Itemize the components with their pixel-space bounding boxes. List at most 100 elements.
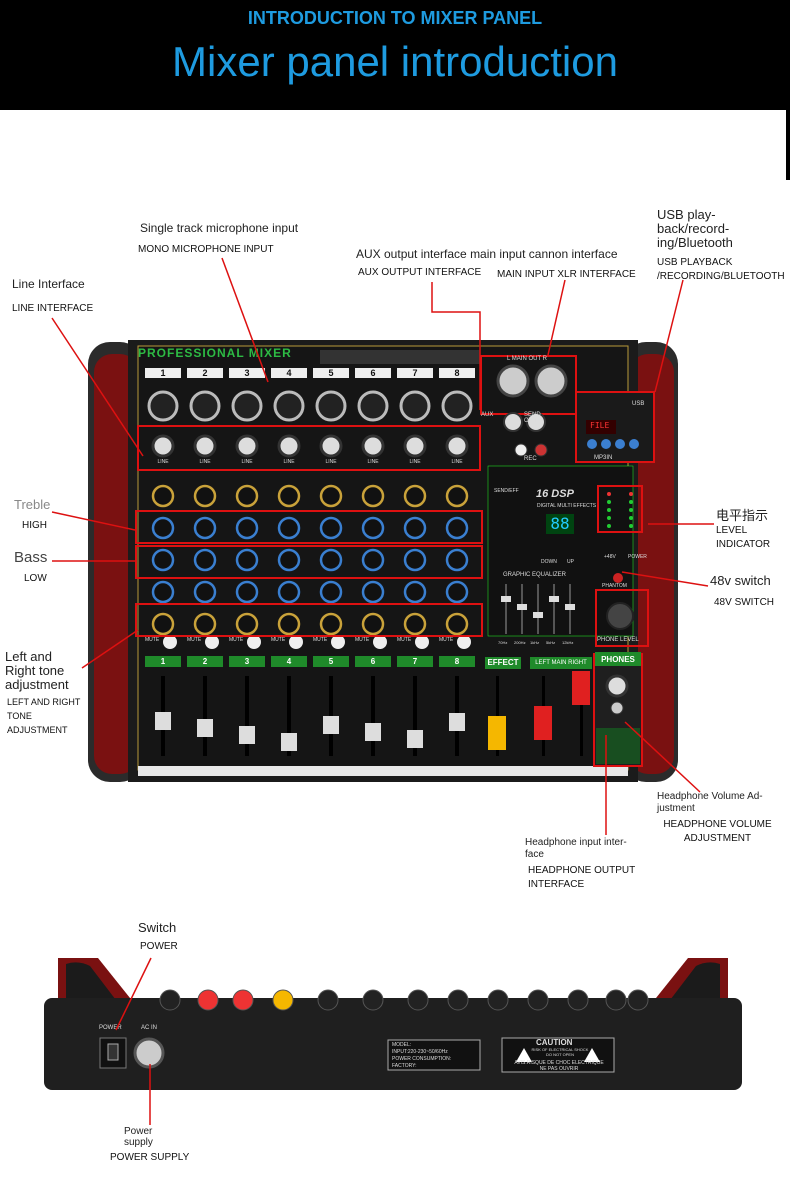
channel-knob[interactable] (319, 580, 343, 604)
usb-transport-button[interactable] (615, 439, 625, 449)
line-jack[interactable] (151, 434, 175, 458)
channel-knob[interactable] (235, 516, 259, 540)
channel-knob[interactable] (235, 484, 259, 508)
geq-slider[interactable] (565, 604, 575, 610)
channel-knob[interactable] (445, 580, 469, 604)
channel-knob[interactable] (277, 516, 301, 540)
line-jack[interactable] (361, 434, 385, 458)
channel-knob[interactable] (403, 548, 427, 572)
channel-knob[interactable] (235, 580, 259, 604)
usb-transport-button[interactable] (601, 439, 611, 449)
master-fader[interactable] (572, 671, 590, 705)
mute-button[interactable] (289, 635, 303, 649)
rec-r-rca[interactable] (534, 443, 548, 457)
mute-button[interactable] (373, 635, 387, 649)
channel-knob[interactable] (151, 484, 175, 508)
rec-l-rca[interactable] (514, 443, 528, 457)
line-jack[interactable] (277, 434, 301, 458)
channel-knob[interactable] (151, 548, 175, 572)
channel-knob[interactable] (361, 484, 385, 508)
ac-in-socket[interactable] (133, 1037, 165, 1069)
geq-track (537, 584, 539, 634)
phones-jack[interactable] (605, 674, 629, 698)
mute-button[interactable] (457, 635, 471, 649)
geq-slider[interactable] (517, 604, 527, 610)
channel-fader[interactable] (155, 712, 171, 730)
channel-fader[interactable] (449, 713, 465, 731)
channel-knob[interactable] (403, 484, 427, 508)
channel-knob[interactable] (361, 612, 385, 636)
line-jack[interactable] (235, 434, 259, 458)
channel-knob[interactable] (193, 516, 217, 540)
xlr-input[interactable] (189, 390, 221, 422)
xlr-input[interactable] (357, 390, 389, 422)
channel-fader[interactable] (365, 723, 381, 741)
xlr-input[interactable] (147, 390, 179, 422)
channel-fader[interactable] (281, 733, 297, 751)
channel-knob[interactable] (235, 612, 259, 636)
channel-knob[interactable] (277, 612, 301, 636)
channel-knob[interactable] (403, 580, 427, 604)
phantom-switch[interactable] (613, 573, 623, 583)
channel-knob[interactable] (445, 612, 469, 636)
channel-knob[interactable] (235, 548, 259, 572)
master-fader[interactable] (488, 716, 506, 750)
line-jack[interactable] (445, 434, 469, 458)
channel-knob[interactable] (403, 516, 427, 540)
usb-transport-button[interactable] (629, 439, 639, 449)
phone-level-box (595, 589, 649, 647)
usb-transport-button[interactable] (587, 439, 597, 449)
channel-knob[interactable] (403, 612, 427, 636)
channel-knob[interactable] (151, 580, 175, 604)
main-out-r-xlr[interactable] (534, 364, 568, 398)
send-out-jack[interactable] (526, 412, 546, 432)
xlr-input[interactable] (315, 390, 347, 422)
channel-knob[interactable] (445, 548, 469, 572)
xlr-input[interactable] (273, 390, 305, 422)
channel-knob[interactable] (361, 580, 385, 604)
line-jack[interactable] (403, 434, 427, 458)
channel-knob[interactable] (319, 612, 343, 636)
mute-button[interactable] (247, 635, 261, 649)
channel-knob[interactable] (193, 612, 217, 636)
aux-jack[interactable] (503, 412, 523, 432)
phone-level-knob[interactable] (606, 602, 634, 630)
xlr-input[interactable] (399, 390, 431, 422)
power-rocker[interactable] (107, 1043, 119, 1061)
channel-knob[interactable] (319, 548, 343, 572)
channel-fader[interactable] (407, 730, 423, 748)
channel-knob[interactable] (277, 580, 301, 604)
line-jack[interactable] (319, 434, 343, 458)
xlr-input[interactable] (231, 390, 263, 422)
xlr-input[interactable] (441, 390, 473, 422)
geq-slider[interactable] (501, 596, 511, 602)
channel-knob[interactable] (277, 548, 301, 572)
mute-button[interactable] (205, 635, 219, 649)
master-fader[interactable] (534, 706, 552, 740)
channel-fader[interactable] (323, 716, 339, 734)
mute-button[interactable] (331, 635, 345, 649)
rear-knob (567, 989, 589, 1011)
mute-button[interactable] (415, 635, 429, 649)
line-jack[interactable] (193, 434, 217, 458)
geq-slider[interactable] (549, 596, 559, 602)
mute-button[interactable] (163, 635, 177, 649)
channel-knob[interactable] (319, 516, 343, 540)
channel-knob[interactable] (193, 580, 217, 604)
channel-knob[interactable] (361, 548, 385, 572)
geq-band-label: 200Hz (514, 640, 526, 645)
channel-knob[interactable] (193, 484, 217, 508)
pointer-phantom (621, 571, 709, 587)
geq-slider[interactable] (533, 612, 543, 618)
main-out-l-xlr[interactable] (496, 364, 530, 398)
channel-knob[interactable] (445, 516, 469, 540)
channel-knob[interactable] (151, 612, 175, 636)
channel-knob[interactable] (445, 484, 469, 508)
channel-knob[interactable] (319, 484, 343, 508)
channel-knob[interactable] (277, 484, 301, 508)
channel-fader[interactable] (197, 719, 213, 737)
channel-fader[interactable] (239, 726, 255, 744)
channel-knob[interactable] (151, 516, 175, 540)
channel-knob[interactable] (193, 548, 217, 572)
channel-knob[interactable] (361, 516, 385, 540)
